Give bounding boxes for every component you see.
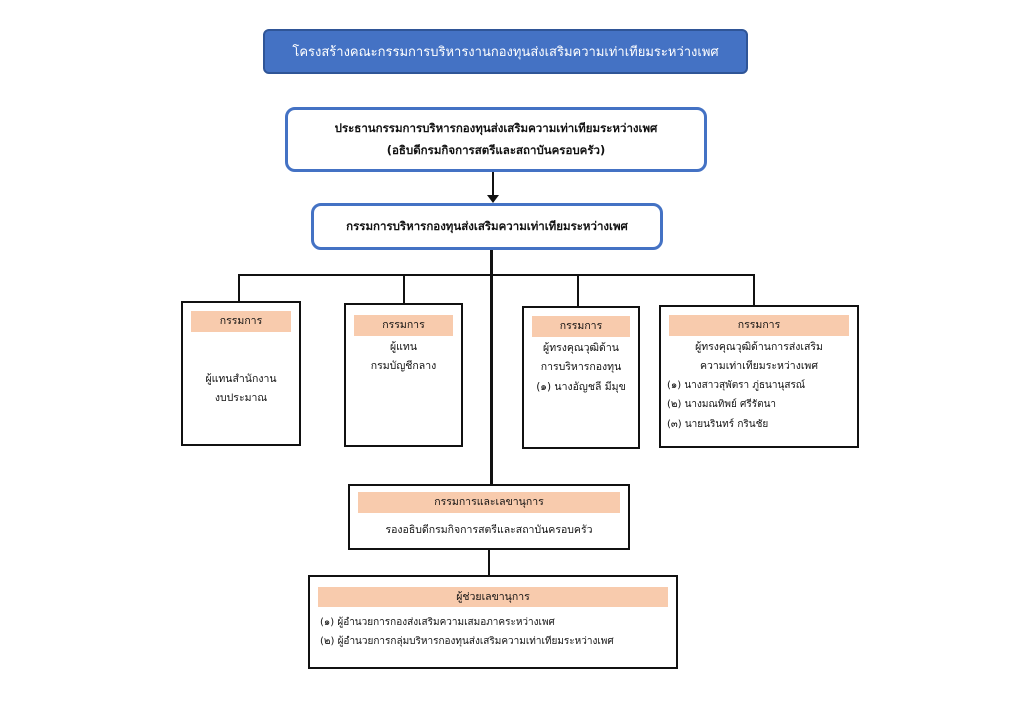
member-box-comptroller: กรรมการ ผู้แทน กรมบัญชีกลาง: [344, 303, 463, 447]
assistant-secretary-box: ผู้ช่วยเลขานุการ (๑) ผู้อำนวยการกองส่งเส…: [308, 575, 678, 669]
member-line: ผู้ทรงคุณวุฒิด้านการส่งเสริม: [695, 341, 823, 353]
member-body: ผู้แทน กรมบัญชีกลาง: [346, 338, 461, 377]
member-line: งบประมาณ: [214, 392, 268, 405]
member-name: (๒) นางมณทิพย์ ศรีรัตนา: [667, 399, 777, 411]
connector-trunk: [490, 250, 493, 485]
member-body: ผู้ทรงคุณวุฒิด้าน การบริหารกองทุน (๑) นา…: [524, 339, 638, 397]
secretary-box: กรรมการและเลขานุการ รองอธิบดีกรมกิจการสต…: [348, 484, 630, 550]
member-name-list: (๑) นางสาวสุพัตรา ภู่ธนานุสรณ์ (๒) นางมณ…: [661, 376, 857, 435]
member-line: ผู้ทรงคุณวุฒิด้าน: [543, 342, 619, 354]
member-box-budget-bureau: กรรมการ ผู้แทนสำนักงาน งบประมาณ: [181, 301, 301, 446]
chairman-title: ประธานกรรมการบริหารกองทุนส่งเสริมความเท่…: [334, 120, 658, 135]
chairman-subtitle: (อธิบดีกรมกิจการสตรีและสถาบันครอบครัว): [386, 142, 606, 157]
chairman-box: ประธานกรรมการบริหารกองทุนส่งเสริมความเท่…: [285, 107, 707, 172]
member-line: ผู้แทนสำนักงาน: [205, 373, 277, 385]
member-body: ผู้ทรงคุณวุฒิด้านการส่งเสริม ความเท่าเที…: [661, 338, 857, 376]
member-box-fund-expert: กรรมการ ผู้ทรงคุณวุฒิด้าน การบริหารกองทุ…: [522, 306, 640, 449]
member-box-gender-expert: กรรมการ ผู้ทรงคุณวุฒิด้านการส่งเสริม ควา…: [659, 305, 859, 448]
arrowhead-icon: [487, 195, 499, 203]
assistant-item: (๑) ผู้อำนวยการกองส่งเสริมความเสมอภาคระห…: [320, 617, 555, 628]
member-line: (๑) นางอัญชลี มีมุข: [536, 380, 626, 393]
connector-member-2: [403, 274, 405, 304]
member-heading: กรรมการ: [532, 316, 630, 337]
member-line: ความเท่าเทียมระหว่างเพศ: [699, 359, 819, 372]
assistant-item: (๒) ผู้อำนวยการกลุ่มบริหารกองทุนส่งเสริม…: [320, 636, 614, 647]
connector-horizontal-bus: [238, 274, 755, 276]
member-line: กรมบัญชีกลาง: [370, 360, 437, 373]
member-heading: กรรมการ: [669, 315, 849, 336]
member-heading: กรรมการ: [354, 315, 453, 336]
member-line: การบริหารกองทุน: [540, 361, 622, 374]
chart-title: โครงสร้างคณะกรรมการบริหารงานกองทุนส่งเสร…: [263, 29, 748, 74]
connector-member-4: [753, 274, 755, 306]
member-name: (๑) นางสาวสุพัตรา ภู่ธนานุสรณ์: [667, 379, 806, 391]
assistant-heading: ผู้ช่วยเลขานุการ: [318, 587, 668, 607]
secretary-text: รองอธิบดีกรมกิจการสตรีและสถาบันครอบครัว: [385, 524, 593, 536]
board-box: กรรมการบริหารกองทุนส่งเสริมความเท่าเทียม…: [311, 203, 663, 250]
member-name: (๓) นายนรินทร์ กรินชัย: [667, 418, 769, 430]
member-body: ผู้แทนสำนักงาน งบประมาณ: [183, 370, 299, 409]
connector-secretary-assistant: [488, 550, 490, 575]
member-heading: กรรมการ: [191, 311, 291, 332]
connector-member-3: [577, 274, 579, 307]
assistant-list: (๑) ผู้อำนวยการกองส่งเสริมความเสมอภาคระห…: [310, 613, 676, 651]
member-line: ผู้แทน: [389, 341, 418, 353]
connector-member-1: [238, 274, 240, 302]
secretary-heading: กรรมการและเลขานุการ: [358, 492, 620, 513]
board-label: กรรมการบริหารกองทุนส่งเสริมความเท่าเทียม…: [346, 218, 628, 233]
connector-chair-board: [492, 172, 494, 197]
